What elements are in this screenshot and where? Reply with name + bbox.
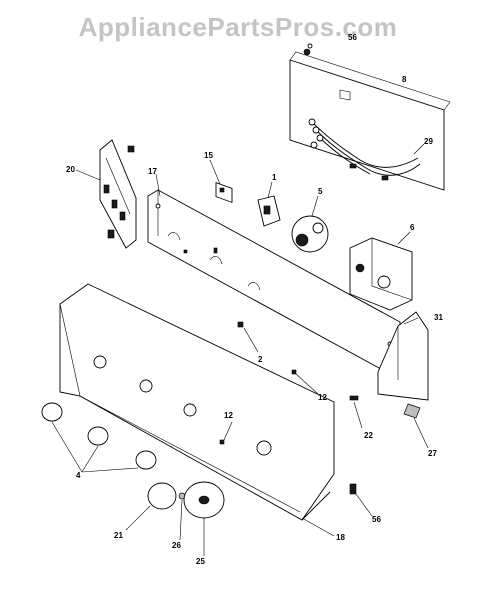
label-12-lower: 12 (224, 411, 233, 420)
part-22-screw (349, 395, 359, 401)
part-1-selector (257, 195, 281, 227)
label-56-top: 56 (348, 33, 357, 42)
label-25: 25 (196, 557, 205, 566)
label-1: 1 (272, 173, 277, 182)
label-18: 18 (336, 533, 345, 542)
watermark-text: AppliancePartsPros.com (79, 12, 398, 42)
part-15-switch (215, 182, 233, 204)
label-2: 2 (258, 355, 263, 364)
label-21: 21 (114, 531, 123, 540)
label-29: 29 (424, 137, 433, 146)
part-25-dial-skirt (183, 481, 225, 519)
part-21-knob-cap (147, 482, 177, 510)
callout-labels: 20 17 15 1 5 6 8 29 56 31 2 12 22 27 12 … (66, 33, 443, 566)
part-56-screw (307, 43, 357, 495)
part-6-timer (349, 237, 413, 311)
label-22: 22 (364, 431, 373, 440)
part-18-console (59, 283, 335, 521)
part-12-fasteners (219, 369, 297, 445)
part-8-rear-panel (289, 48, 451, 191)
label-31: 31 (434, 313, 443, 322)
part-20-side-bracket (99, 139, 137, 249)
part-31-end-cap (377, 311, 429, 401)
part-27-clip (403, 403, 421, 419)
part-5-switch-dial (291, 215, 329, 253)
label-20: 20 (66, 165, 75, 174)
callout-leaders (51, 143, 429, 556)
label-6: 6 (410, 223, 415, 232)
label-17: 17 (148, 167, 157, 176)
part-4-knobs (41, 402, 157, 470)
label-4: 4 (76, 471, 81, 480)
part-29-wire-harness (308, 118, 421, 181)
label-26: 26 (172, 541, 181, 550)
label-15: 15 (204, 151, 213, 160)
label-27: 27 (428, 449, 437, 458)
part-2-fastener (237, 321, 244, 328)
label-5: 5 (318, 187, 323, 196)
label-12-right: 12 (318, 393, 327, 402)
label-8: 8 (402, 75, 407, 84)
label-56: 56 (372, 515, 381, 524)
